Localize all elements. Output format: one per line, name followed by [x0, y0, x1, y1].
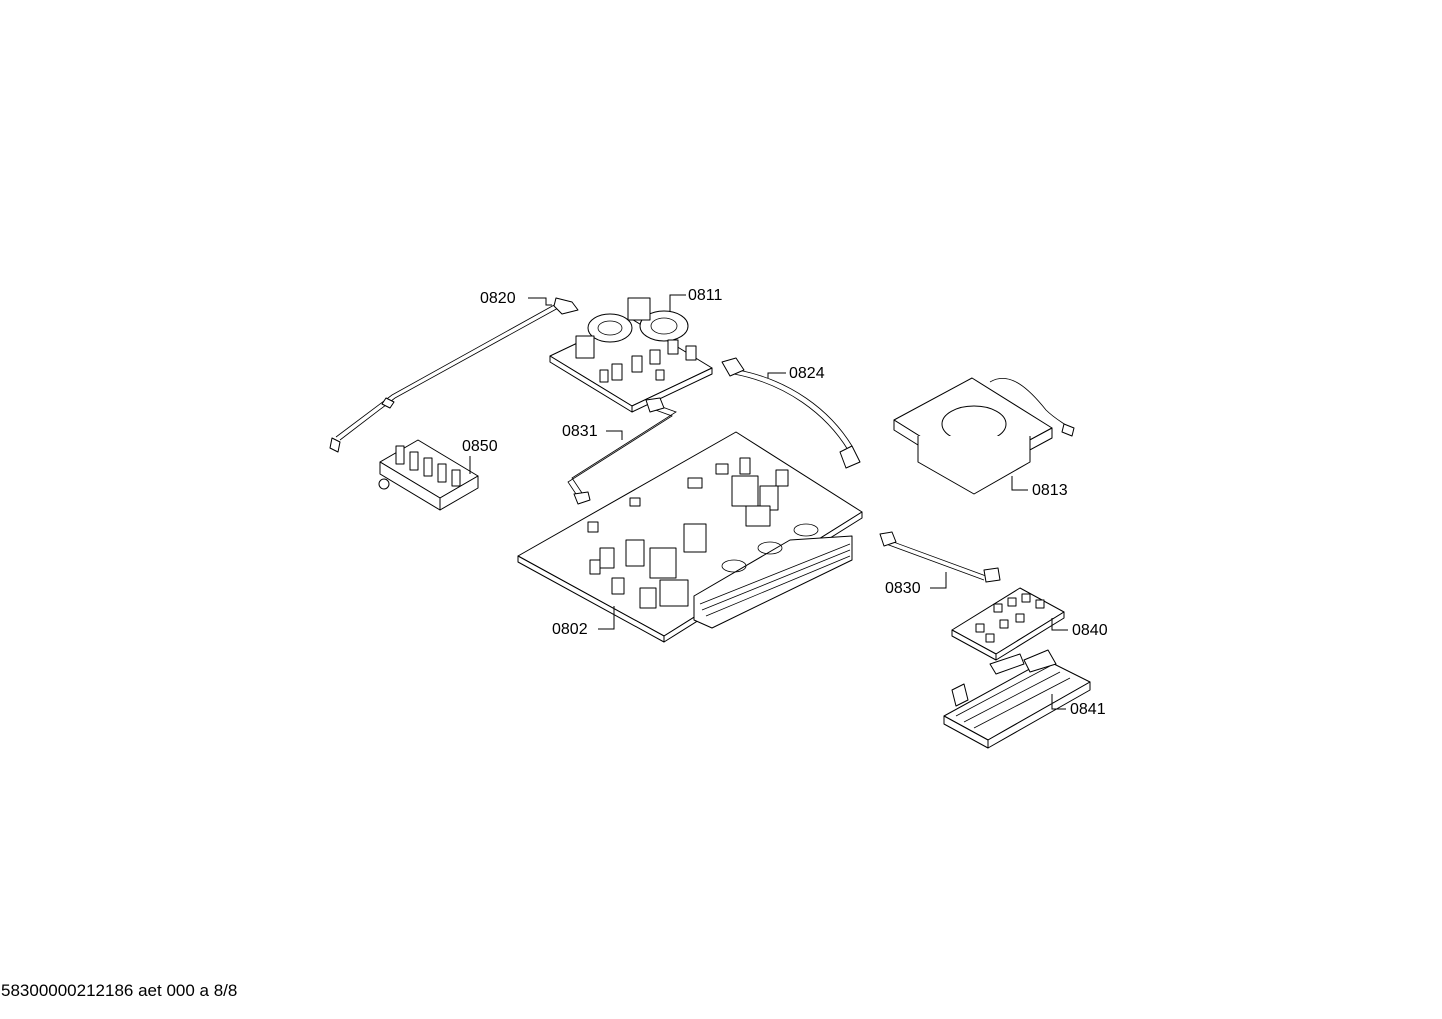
part-0824-cable	[721, 357, 861, 469]
callout-label-0850: 0850	[462, 438, 498, 455]
part-0813-fan	[893, 377, 1075, 495]
callout-label-0831: 0831	[562, 423, 598, 440]
callout-0850: 0850	[462, 438, 498, 474]
callout-0840: 0840	[1051, 618, 1108, 639]
callout-label-0824: 0824	[789, 365, 825, 382]
part-0850-terminal-block	[378, 439, 479, 511]
callout-0831: 0831	[562, 423, 623, 440]
callout-0824: 0824	[767, 365, 825, 382]
part-0841-frame	[943, 649, 1091, 749]
part-0840-control-board	[951, 587, 1065, 661]
callout-0820: 0820	[480, 290, 552, 307]
part-0802-main-board	[517, 431, 863, 643]
callout-label-0840: 0840	[1072, 622, 1108, 639]
callout-label-0811: 0811	[688, 287, 723, 304]
callout-label-0813: 0813	[1032, 482, 1068, 499]
callout-0813: 0813	[1011, 476, 1068, 499]
document-footer-id: 58300000212186 aet 000 a 8/8	[1, 981, 238, 1000]
callout-label-0802: 0802	[552, 621, 588, 638]
callout-0811: 0811	[669, 287, 723, 312]
callout-0830: 0830	[885, 572, 947, 597]
part-0820-cable	[329, 297, 579, 453]
part-0831-cable	[567, 397, 677, 505]
part-0830-cable	[879, 531, 1001, 583]
callout-label-0841: 0841	[1070, 701, 1106, 718]
callout-0841: 0841	[1051, 694, 1106, 718]
callout-0802: 0802	[552, 606, 615, 638]
callout-label-0820: 0820	[480, 290, 516, 307]
part-0811-filter-board	[549, 297, 713, 413]
callout-label-0830: 0830	[885, 580, 921, 597]
